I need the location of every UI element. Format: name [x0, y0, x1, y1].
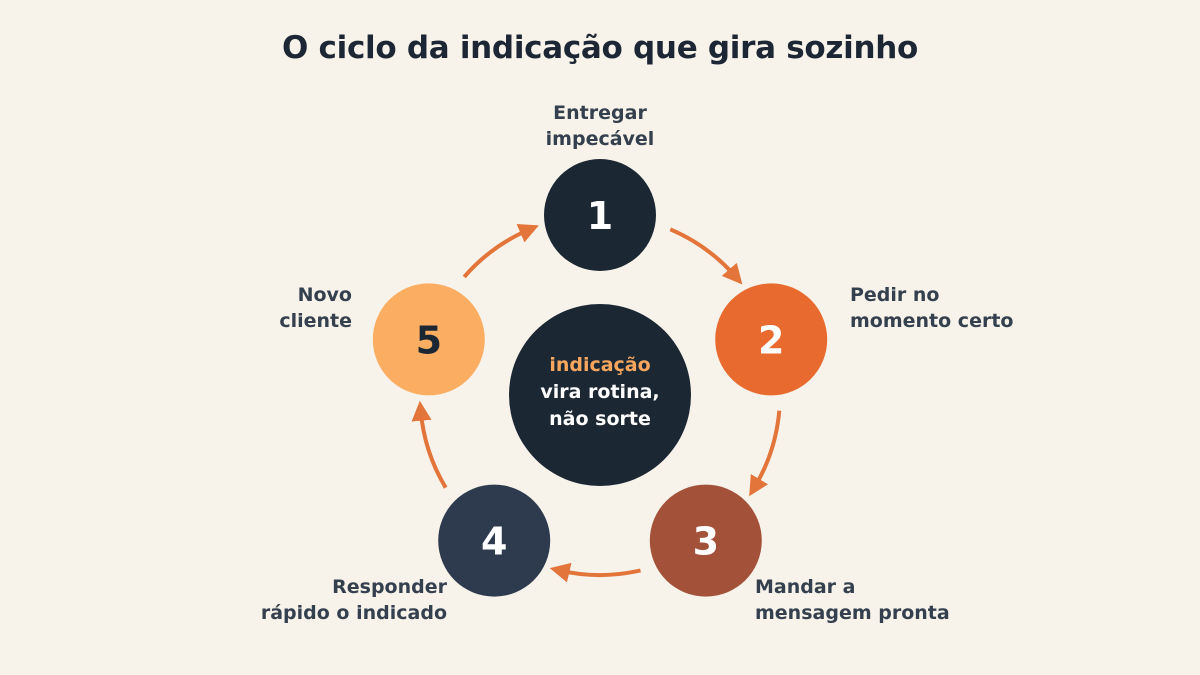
- arrow-4-to-5: [411, 400, 448, 489]
- center-highlight: indicação: [549, 354, 651, 376]
- step-2-number: 2: [758, 318, 784, 362]
- step-2-label: Pedir no momento certo: [850, 284, 1014, 332]
- step-4-number: 4: [481, 520, 507, 564]
- step-1-node: 1: [544, 159, 656, 271]
- arrow-5-to-1: [462, 224, 539, 279]
- step-1-number: 1: [587, 194, 613, 238]
- center-line-3: não sorte: [549, 408, 651, 430]
- step-3-number: 3: [693, 520, 719, 564]
- center-message: indicação vira rotina, não sorte: [510, 352, 690, 433]
- step-3-circle: [649, 484, 762, 597]
- step-1-label: Entregar impecável: [545, 102, 655, 150]
- arrow-2-to-3: [749, 410, 782, 497]
- step-5-node: 5: [372, 283, 485, 396]
- step-5-label: Novo cliente: [279, 284, 352, 332]
- step-4-node: 4: [438, 484, 551, 597]
- step-1-circle: [544, 159, 656, 271]
- step-3-node: 3: [649, 484, 762, 597]
- step-4-circle: [438, 484, 551, 597]
- arrow-1-to-2: [669, 227, 743, 285]
- arrow-3-to-4: [549, 562, 641, 583]
- step-4-label: Responder rápido o indicado: [260, 576, 447, 624]
- step-5-number: 5: [416, 318, 442, 362]
- step-2-node: 2: [715, 283, 828, 396]
- center-line-2: vira rotina,: [540, 381, 660, 403]
- center-circle: [509, 304, 691, 486]
- step-3-label: Mandar a mensagem pronta: [755, 576, 950, 624]
- diagram-title: O ciclo da indicação que gira sozinho: [282, 30, 918, 66]
- step-5-circle: [372, 283, 485, 396]
- step-2-circle: [715, 283, 828, 396]
